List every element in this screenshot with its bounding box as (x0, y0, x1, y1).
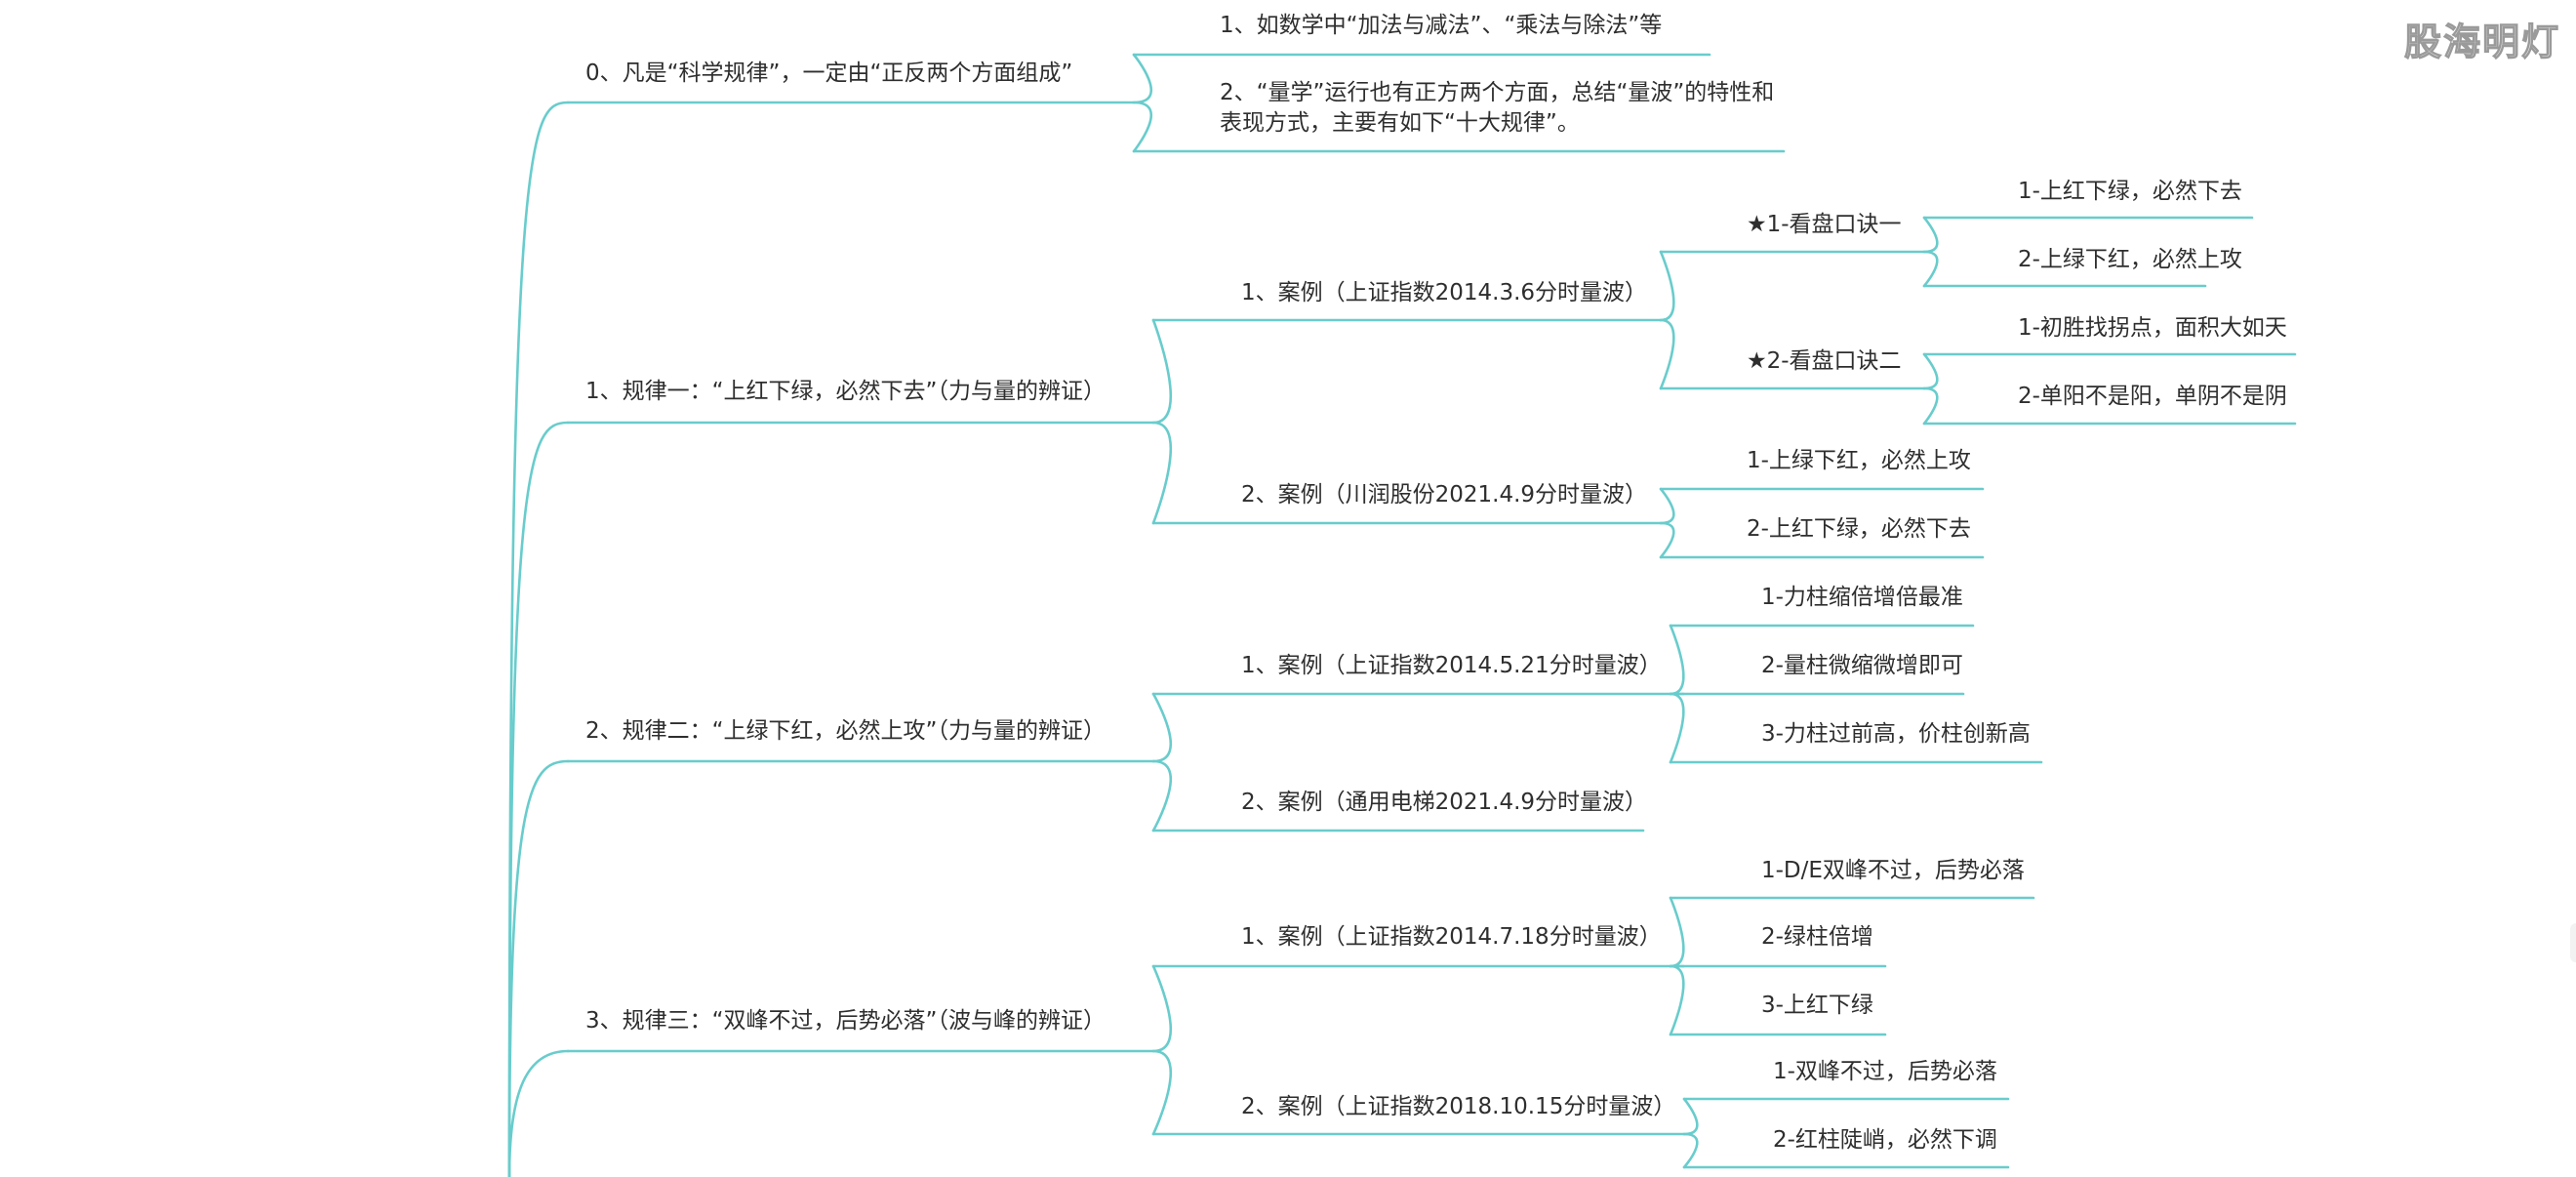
b1s1i1-connector (1922, 250, 1939, 288)
b1-trunk (507, 421, 570, 1177)
b1c2i1-connector (1659, 521, 1675, 559)
b1s2i1-connector (1922, 386, 1939, 426)
b0-trunk (507, 101, 570, 1177)
branch-1-case-2-item-1[interactable]: 1-上绿下红，必然上攻 (1747, 448, 1971, 473)
b2c2-connector (1151, 759, 1173, 832)
branch-2-case-2[interactable]: 2、案例（通用电梯2021.4.9分时量波） (1241, 790, 1648, 815)
branch-1-case-2[interactable]: 2、案例（川润股份2021.4.9分时量波） (1241, 482, 1648, 507)
b2-trunk (507, 759, 570, 1177)
branch-2-case-1-item-1[interactable]: 1-力柱缩倍增倍最准 (1761, 585, 1963, 610)
b1s2-connector (1659, 318, 1675, 390)
branch-2-case-1-item-3[interactable]: 3-力柱过前高，价柱创新高 (1761, 721, 2031, 747)
branch-0-child-2[interactable]: 2、“量学”运行也有正方两个方面，总结“量波”的特性和表现方式，主要有如下“十大… (1220, 80, 1775, 136)
scroll-edge-handle[interactable] (2570, 923, 2576, 962)
b3c2-connector (1151, 1049, 1173, 1136)
b3c1i2-connector (1669, 964, 1685, 1036)
branch-3-label[interactable]: 3、规律三：“双峰不过，后势必落”（波与峰的辨证） (585, 1008, 1106, 1034)
branch-2-case-1[interactable]: 1、案例（上证指数2014.5.21分时量波） (1241, 653, 1662, 678)
branch-0-child-1[interactable]: 1、如数学中“加法与减法”、“乘法与除法”等 (1220, 13, 1663, 38)
branch-3-case-1[interactable]: 1、案例（上证指数2014.7.18分时量波） (1241, 924, 1662, 950)
branch-1-case-2-item-2[interactable]: 2-上红下绿，必然下去 (1747, 516, 1971, 542)
branch-2-label[interactable]: 2、规律二：“上绿下红，必然上攻”（力与量的辨证） (585, 718, 1106, 744)
b1c2-connector (1151, 421, 1172, 525)
branch-3-case-2[interactable]: 2、案例（上证指数2018.10.15分时量波） (1241, 1094, 1676, 1119)
b3c1-connector (1151, 964, 1173, 1053)
b2c1i2-connector (1669, 692, 1685, 764)
b1s1-connector (1659, 250, 1675, 322)
branch-1-case-1-sub-2[interactable]: ★2-看盘口诀二 (1747, 348, 1902, 374)
b1s1i0-connector (1922, 216, 1939, 254)
branch-3-case-1-item-2[interactable]: 2-绿柱倍增 (1761, 924, 1873, 950)
branch-1-sub-2-item-1[interactable]: 1-初胜找拐点，面积大如天 (2018, 315, 2287, 341)
branch-1-sub-2-item-2[interactable]: 2-单阳不是阳，单阴不是阴 (2018, 384, 2287, 409)
branch-2-case-1-item-2[interactable]: 2-量柱微缩微增即可 (1761, 653, 1963, 678)
b2c1i0-connector (1669, 624, 1685, 696)
branch-3-case-2-item-2[interactable]: 2-红柱陡峭，必然下调 (1773, 1127, 1997, 1153)
b1c1-connector (1151, 318, 1172, 425)
branch-1-case-1-sub-1[interactable]: ★1-看盘口诀一 (1747, 212, 1902, 237)
b3c1i0-connector (1669, 896, 1685, 968)
b0c0-connector (1132, 53, 1152, 104)
branch-0-label[interactable]: 0、凡是“科学规律”，一定由“正反两个方面组成” (585, 61, 1073, 86)
branch-3-case-2-item-1[interactable]: 1-双峰不过，后势必落 (1773, 1059, 1997, 1084)
b2c1-connector (1151, 692, 1172, 763)
b3-trunk (507, 1049, 570, 1177)
b1s2i0-connector (1922, 352, 1939, 390)
b1c2i0-connector (1659, 487, 1675, 525)
branch-3-case-1-item-1[interactable]: 1-D/E双峰不过，后势必落 (1761, 858, 2025, 883)
branch-1-case-1[interactable]: 1、案例（上证指数2014.3.6分时量波） (1241, 280, 1648, 305)
branch-1-label[interactable]: 1、规律一：“上红下绿，必然下去”（力与量的辨证） (585, 379, 1106, 404)
branch-3-case-1-item-3[interactable]: 3-上红下绿 (1761, 993, 1873, 1018)
branch-1-sub-1-item-2[interactable]: 2-上绿下红，必然上攻 (2018, 247, 2242, 272)
watermark-logo: 股海明灯 (2403, 20, 2560, 63)
b3c2i1-connector (1682, 1132, 1699, 1169)
b0c1-connector (1132, 101, 1152, 153)
branch-1-sub-1-item-1[interactable]: 1-上红下绿，必然下去 (2018, 179, 2242, 204)
b3c2i0-connector (1682, 1097, 1699, 1136)
